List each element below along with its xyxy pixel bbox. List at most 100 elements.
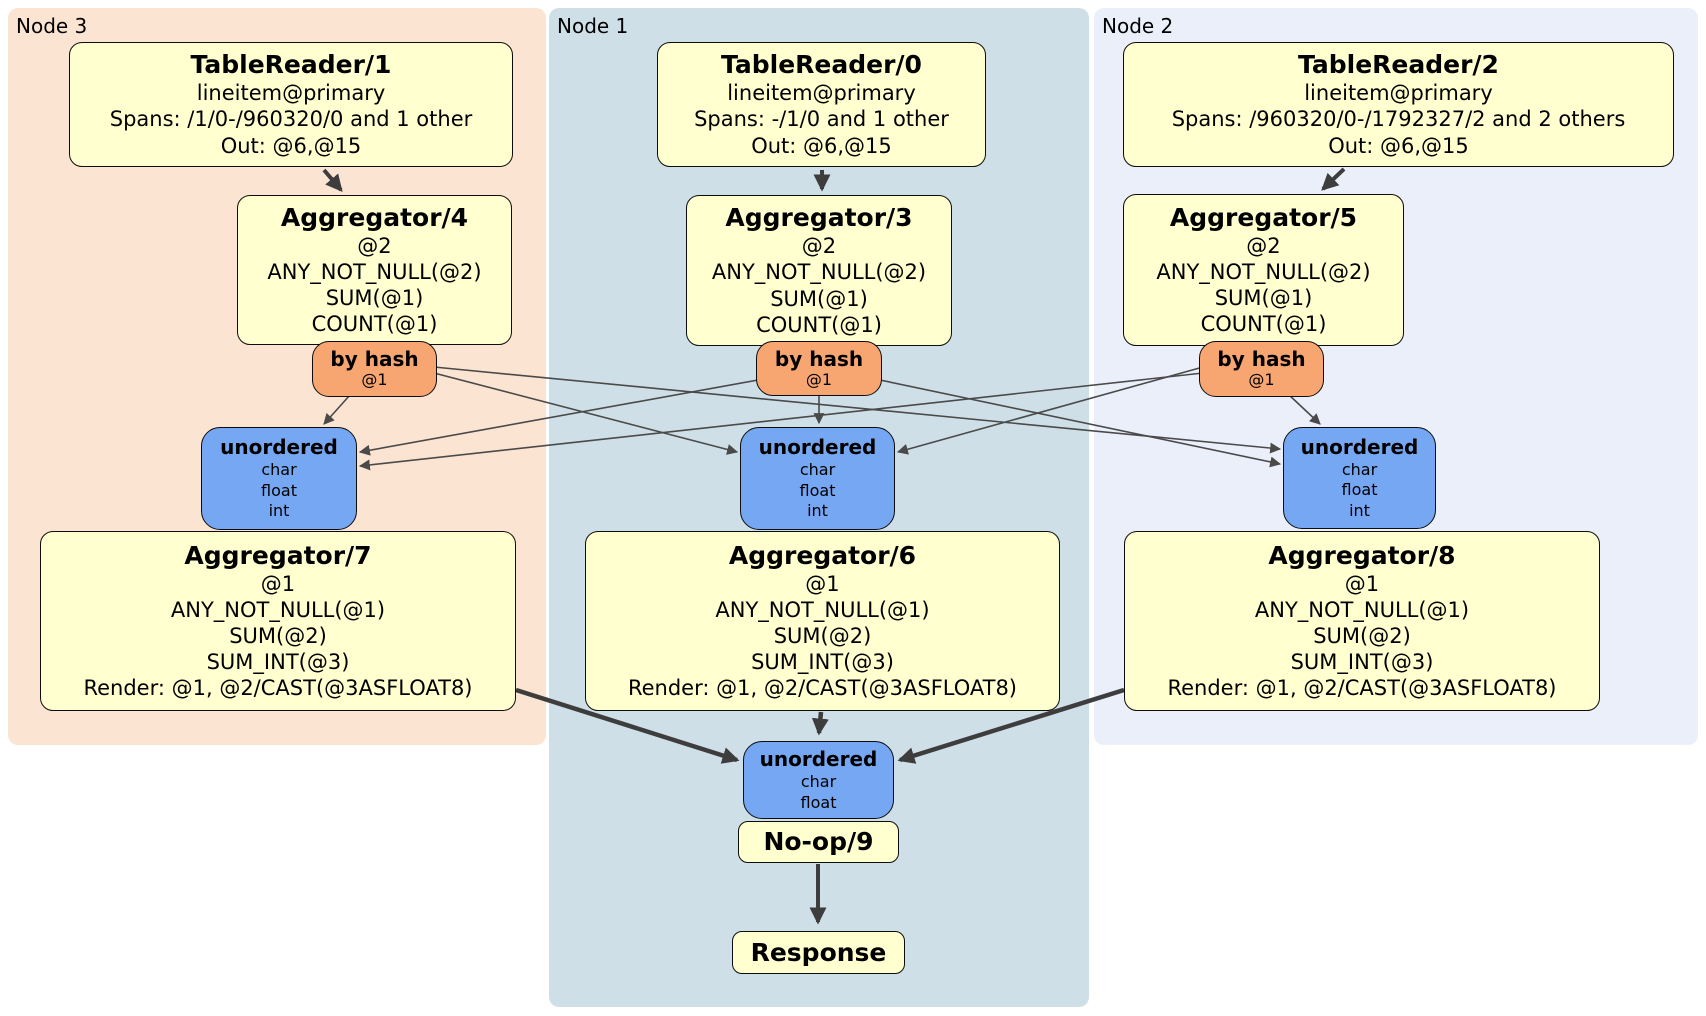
edge-hash4-sync7 <box>323 394 351 425</box>
text-line: Out: @6,@15 <box>220 133 362 158</box>
text-line: SUM_INT(@3) <box>1290 650 1434 675</box>
box-title: Aggregator/8 <box>1268 540 1456 570</box>
router-title: by hash <box>1217 347 1306 372</box>
edge-agg6-syncfinal <box>811 711 829 736</box>
text-line: ANY_NOT_NULL(@2) <box>711 260 927 285</box>
text-line: float <box>1341 480 1378 500</box>
text-line: @2 <box>357 233 392 258</box>
text-line: lineitem@primary <box>1304 81 1493 106</box>
processor-response: Response <box>732 931 905 974</box>
group-node3-label: Node 3 <box>16 14 88 38</box>
text-line: Render: @1, @2/CAST(@3ASFLOAT8) <box>1167 676 1557 701</box>
text-line: @2 <box>1246 233 1281 258</box>
edge-tr1-agg4 <box>322 168 343 192</box>
text-line: Render: @1, @2/CAST(@3ASFLOAT8) <box>83 676 473 701</box>
box-title: TableReader/0 <box>721 50 922 80</box>
box-title: Aggregator/7 <box>184 540 372 570</box>
router-detail: @1 <box>805 369 833 389</box>
router-by-hash-node2: by hash @1 <box>1199 341 1324 397</box>
text-line: lineitem@primary <box>727 81 916 106</box>
edge-agg7-syncfinal <box>515 687 740 764</box>
text-line: int <box>807 501 828 521</box>
box-title: TableReader/1 <box>190 50 392 80</box>
group-node2-label: Node 2 <box>1102 14 1174 38</box>
processor-noop-9: No-op/9 <box>738 821 899 863</box>
edge-agg8-syncfinal <box>897 687 1125 764</box>
text-line: Spans: /960320/0-/1792327/2 and 2 others <box>1171 107 1626 132</box>
text-line: ANY_NOT_NULL(@1) <box>715 597 930 622</box>
text-line: SUM(@2) <box>773 623 872 648</box>
sync-title: unordered <box>1300 434 1419 459</box>
text-line: Spans: -/1/0 and 1 other <box>694 107 949 132</box>
text-line: @2 <box>801 234 837 259</box>
box-title: TableReader/2 <box>1298 50 1499 80</box>
text-line: ANY_NOT_NULL(@1) <box>1254 597 1470 622</box>
sync-title: unordered <box>220 435 338 460</box>
text-line: SUM_INT(@3) <box>206 650 350 675</box>
text-line: char <box>799 460 836 480</box>
edge-hash5-sync6 <box>896 366 1204 455</box>
box-title: Aggregator/3 <box>725 203 913 233</box>
text-line: float <box>800 792 837 812</box>
sync-title: unordered <box>759 747 878 772</box>
text-line: @1 <box>1344 571 1380 596</box>
box-title: Aggregator/5 <box>1169 202 1358 232</box>
edge-tr2-agg5 <box>1321 167 1346 191</box>
edge-hash4-sync6 <box>433 372 739 455</box>
text-line: COUNT(@1) <box>756 312 882 337</box>
text-line: int <box>268 501 290 521</box>
box-title: Aggregator/6 <box>728 540 917 570</box>
text-line: ANY_NOT_NULL(@1) <box>170 597 386 622</box>
text-line: char <box>261 460 297 480</box>
router-title: by hash <box>774 346 864 371</box>
box-title: Aggregator/4 <box>280 202 469 232</box>
text-line: SUM_INT(@3) <box>751 650 894 675</box>
edge-hash5-sync7 <box>358 372 1204 471</box>
box-title: Response <box>750 937 887 967</box>
text-line: Out: @6,@15 <box>751 133 892 158</box>
text-line: @1 <box>260 571 296 596</box>
group-node1-label: Node 1 <box>557 14 629 38</box>
text-line: char <box>800 772 837 792</box>
edge-hash3-sync7 <box>358 379 759 456</box>
text-line: SUM(@1) <box>325 286 424 310</box>
text-line: SUM(@2) <box>1313 623 1411 648</box>
box-title: No-op/9 <box>763 827 874 856</box>
sync-title: unordered <box>758 435 877 460</box>
text-line: ANY_NOT_NULL(@2) <box>267 259 482 284</box>
edge-hash4-sync8 <box>433 366 1282 454</box>
text-line: lineitem@primary <box>196 81 386 106</box>
text-line: SUM(@1) <box>1214 286 1313 310</box>
router-by-hash-node3: by hash @1 <box>312 341 437 397</box>
text-line: COUNT(@1) <box>311 312 438 337</box>
text-line: char <box>1341 459 1378 479</box>
router-by-hash-node1: by hash @1 <box>756 341 882 396</box>
text-line: SUM(@2) <box>229 623 327 648</box>
edge-hash5-sync8 <box>1287 393 1321 425</box>
text-line: @1 <box>805 571 840 596</box>
